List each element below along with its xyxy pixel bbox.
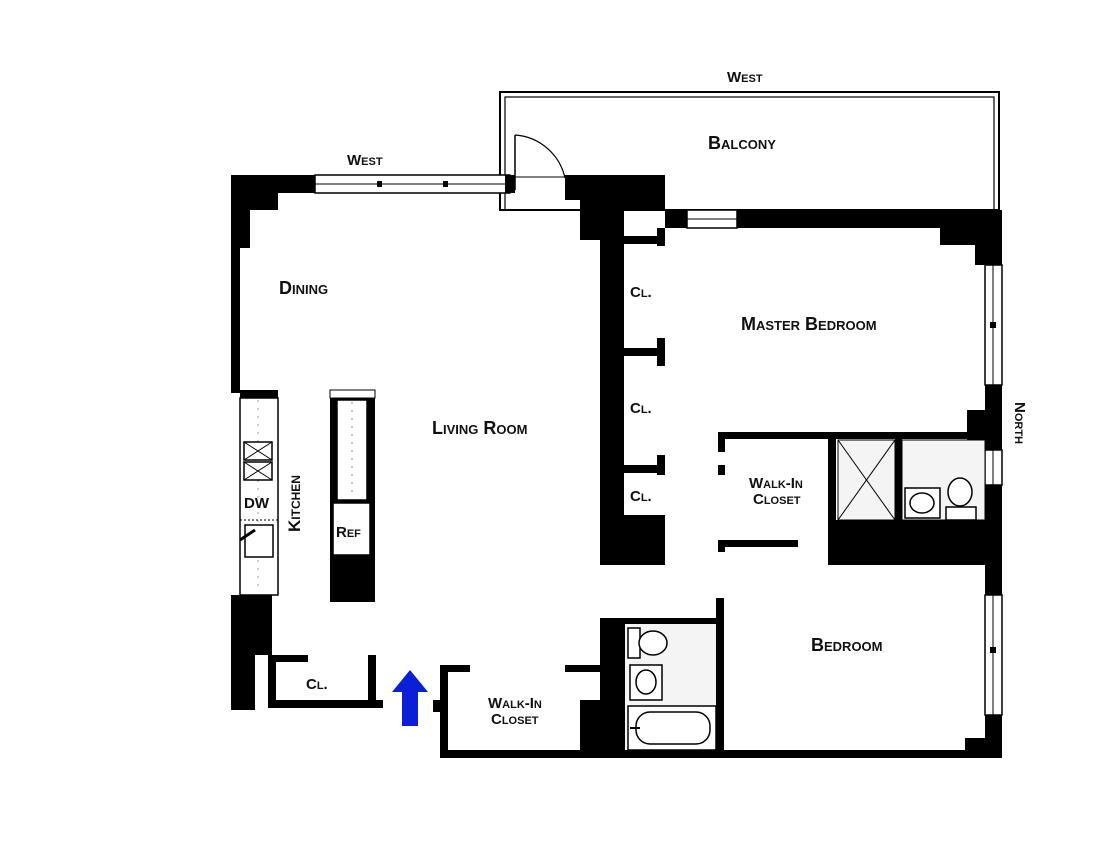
toilet-icon <box>945 477 977 521</box>
label-dw: DW <box>244 495 270 512</box>
label-north: North <box>1011 402 1028 444</box>
sink-icon <box>239 524 274 558</box>
label-west-left: West <box>347 152 383 169</box>
label-bedroom: Bedroom <box>811 635 883 655</box>
sink-icon <box>629 664 663 701</box>
label-closet-1: Cl. <box>630 284 652 301</box>
label-living-room: Living Room <box>432 418 527 438</box>
label-kitchen: Kitchen <box>285 475 304 532</box>
kitchen-fixtures <box>239 389 376 596</box>
label-balcony: Balcony <box>708 133 776 153</box>
second-bath-fixtures <box>625 624 717 751</box>
label-walkin-master-2: Closet <box>753 491 801 508</box>
label-west-top: West <box>727 69 763 86</box>
label-master-bedroom: Master Bedroom <box>741 314 877 334</box>
master-bath-fixtures <box>837 439 986 521</box>
toilet-icon <box>627 627 668 659</box>
bathtub-icon <box>627 705 717 751</box>
label-closet-3: Cl. <box>630 488 652 505</box>
label-walkin-entry-2: Closet <box>491 711 539 728</box>
sink-icon <box>904 487 941 519</box>
label-ref: Ref <box>336 524 361 541</box>
label-dining: Dining <box>279 278 328 298</box>
label-walkin-entry-1: Walk-In <box>488 695 542 712</box>
label-walkin-master-1: Walk-In <box>749 475 803 492</box>
balcony-door <box>514 134 566 190</box>
label-closet-entry: Cl. <box>306 676 328 693</box>
walls <box>231 174 1003 758</box>
stove-icon <box>243 441 273 481</box>
label-closet-2: Cl. <box>630 400 652 417</box>
entry-arrow-icon <box>392 670 428 726</box>
